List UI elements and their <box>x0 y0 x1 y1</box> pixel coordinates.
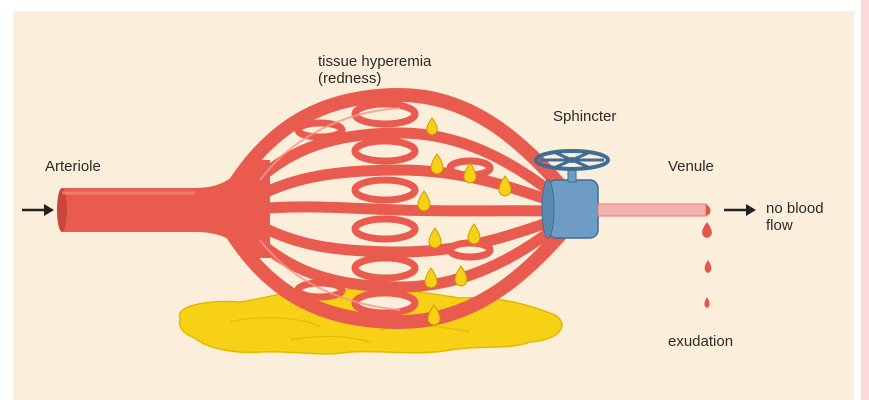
no-blood-label: no blood <box>766 200 824 217</box>
venule-label: Venule <box>668 158 714 175</box>
hyperemia-label: tissue hyperemia <box>318 53 431 70</box>
sphincter-label: Sphincter <box>553 108 616 125</box>
arteriole-label: Arteriole <box>45 158 101 175</box>
outflow-arrow-icon <box>724 204 756 216</box>
venule-vessel <box>598 204 711 216</box>
capillary-network <box>225 95 560 322</box>
flow-label: flow <box>766 217 793 234</box>
exudation-drops <box>702 222 712 308</box>
inflow-arrow-icon <box>22 204 54 216</box>
exudation-label: exudation <box>668 333 733 350</box>
redness-label: (redness) <box>318 70 381 87</box>
